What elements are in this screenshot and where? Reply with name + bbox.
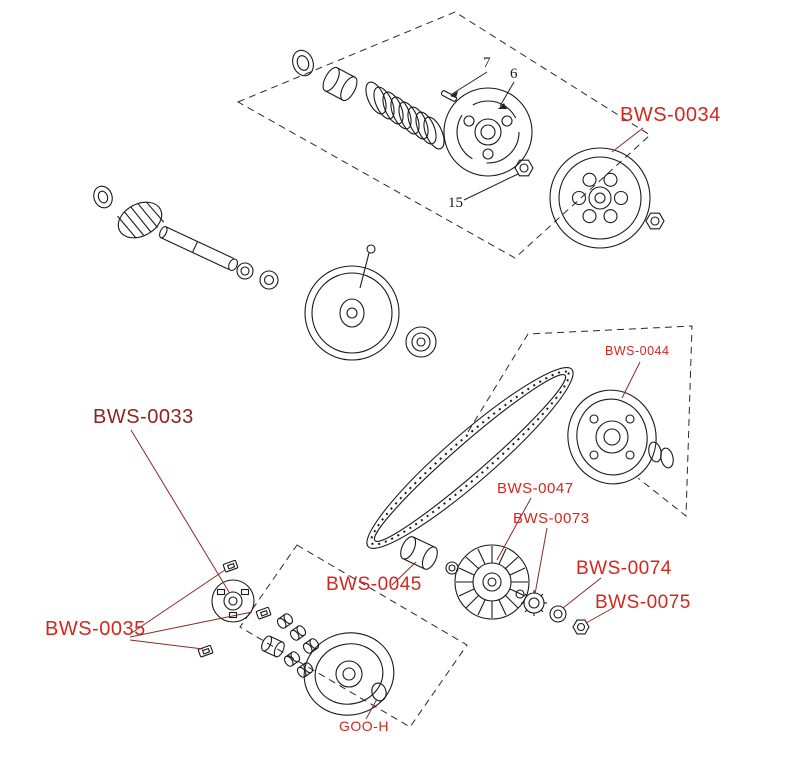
label-bws-0073: BWS-0073 [513, 510, 590, 527]
slider-piece-1 [222, 559, 239, 573]
label-bws-0034: BWS-0034 [620, 104, 721, 126]
clutch-bell-nut [645, 212, 665, 230]
label-bws-0074: BWS-0074 [576, 558, 672, 579]
slider-piece-2 [255, 606, 272, 620]
callout-number-7: 7 [483, 55, 491, 71]
label-bws-0045: BWS-0045 [326, 574, 422, 595]
label-bws-0035: BWS-0035 [45, 618, 146, 640]
black-callout-lines [450, 71, 519, 201]
bearing [405, 326, 437, 358]
spring-seat-cup [322, 66, 358, 102]
ramp-plate-bws-0033 [211, 579, 255, 623]
dashed-region-outlines [236, 11, 693, 728]
red-leader-lines [129, 127, 644, 720]
gear-shaft [159, 226, 239, 271]
pin-part-7 [440, 90, 458, 102]
shaft-ring [259, 270, 279, 290]
rear-pulley [567, 389, 657, 485]
dashed-region-clutch [236, 11, 651, 259]
fixed-drive-face [304, 265, 400, 361]
dashed-region-cover [239, 544, 468, 728]
label-bws-0033: BWS-0033 [93, 406, 194, 428]
dashed-region-rear-pulley [467, 325, 693, 518]
callout-number-15: 15 [448, 195, 463, 211]
movable-drive-face [303, 632, 395, 716]
weight-rollers [276, 613, 320, 678]
spacer-cylinder [261, 635, 285, 658]
fan-pulley-bws-0047 [454, 544, 530, 620]
small-washer [515, 589, 525, 599]
callout-number-6: 6 [510, 66, 518, 82]
shaft-circlip [93, 185, 113, 209]
circlip-pair [648, 441, 674, 469]
star-washer-bws-0073 [521, 590, 547, 616]
o-ring-goo-h [371, 682, 387, 702]
label-bws-0044: BWS-0044 [605, 344, 670, 358]
helical-gear [117, 201, 165, 239]
clutch-spring [365, 81, 445, 150]
slider-piece-3 [197, 644, 214, 658]
label-bws-0075: BWS-0075 [595, 592, 691, 613]
clutch-bell [549, 147, 651, 249]
bushing-bws-0045 [400, 536, 438, 570]
label-bws-0047: BWS-0047 [497, 480, 574, 497]
nut-part-15 [514, 159, 534, 177]
label-goo-h: GOO-H [339, 718, 389, 734]
nut-bws-0075 [572, 619, 590, 635]
v-belt [366, 367, 574, 549]
seal-ring-top [292, 49, 314, 77]
washer-bws-0074 [549, 605, 567, 623]
drive-face-bolt [359, 244, 376, 289]
clutch-shoe-assembly [443, 87, 533, 177]
shaft-washer [236, 262, 254, 280]
